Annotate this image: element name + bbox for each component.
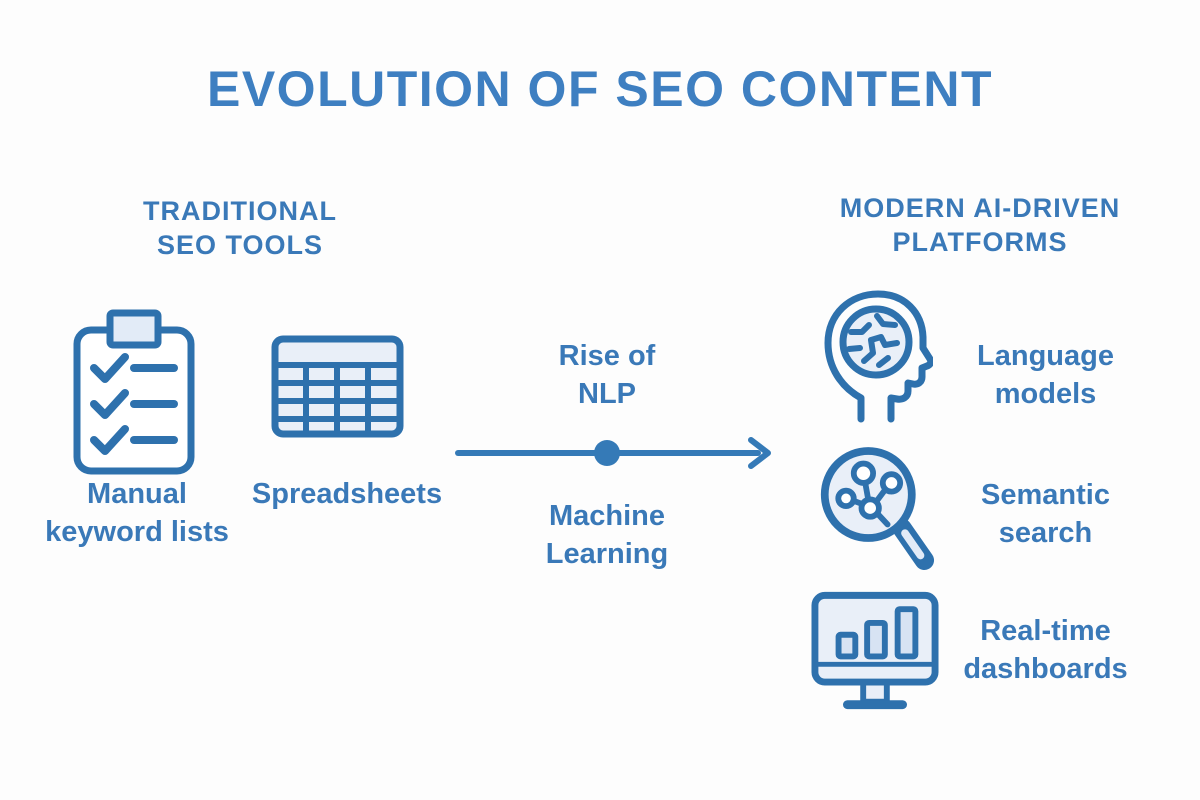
label-spreadsheets: Spreadsheets	[251, 478, 443, 510]
left-column-heading: TRADITIONAL SEO TOOLS	[143, 196, 337, 260]
timeline-arrow-icon	[455, 434, 775, 472]
label-machine-learning: Machine Learning	[545, 500, 669, 571]
label-language-models: Language models	[977, 340, 1114, 410]
dashboard-monitor-icon	[811, 591, 939, 712]
label-rise-of-nlp: Rise of NLP	[558, 340, 656, 411]
right-column-heading: MODERN AI-DRIVEN PLATFORMS	[839, 193, 1121, 257]
label-realtime-dashboards: Real-time dashboards	[963, 615, 1128, 685]
ai-head-brain-icon	[817, 285, 933, 423]
semantic-search-magnifier-icon	[817, 443, 935, 577]
spreadsheet-table-icon	[271, 335, 404, 438]
label-semantic-search: Semantic search	[981, 479, 1110, 549]
label-manual-keyword-lists: Manual keyword lists	[45, 478, 229, 548]
page-title: EVOLUTION OF SEO CONTENT	[206, 61, 994, 117]
checklist-clipboard-icon	[72, 306, 196, 478]
